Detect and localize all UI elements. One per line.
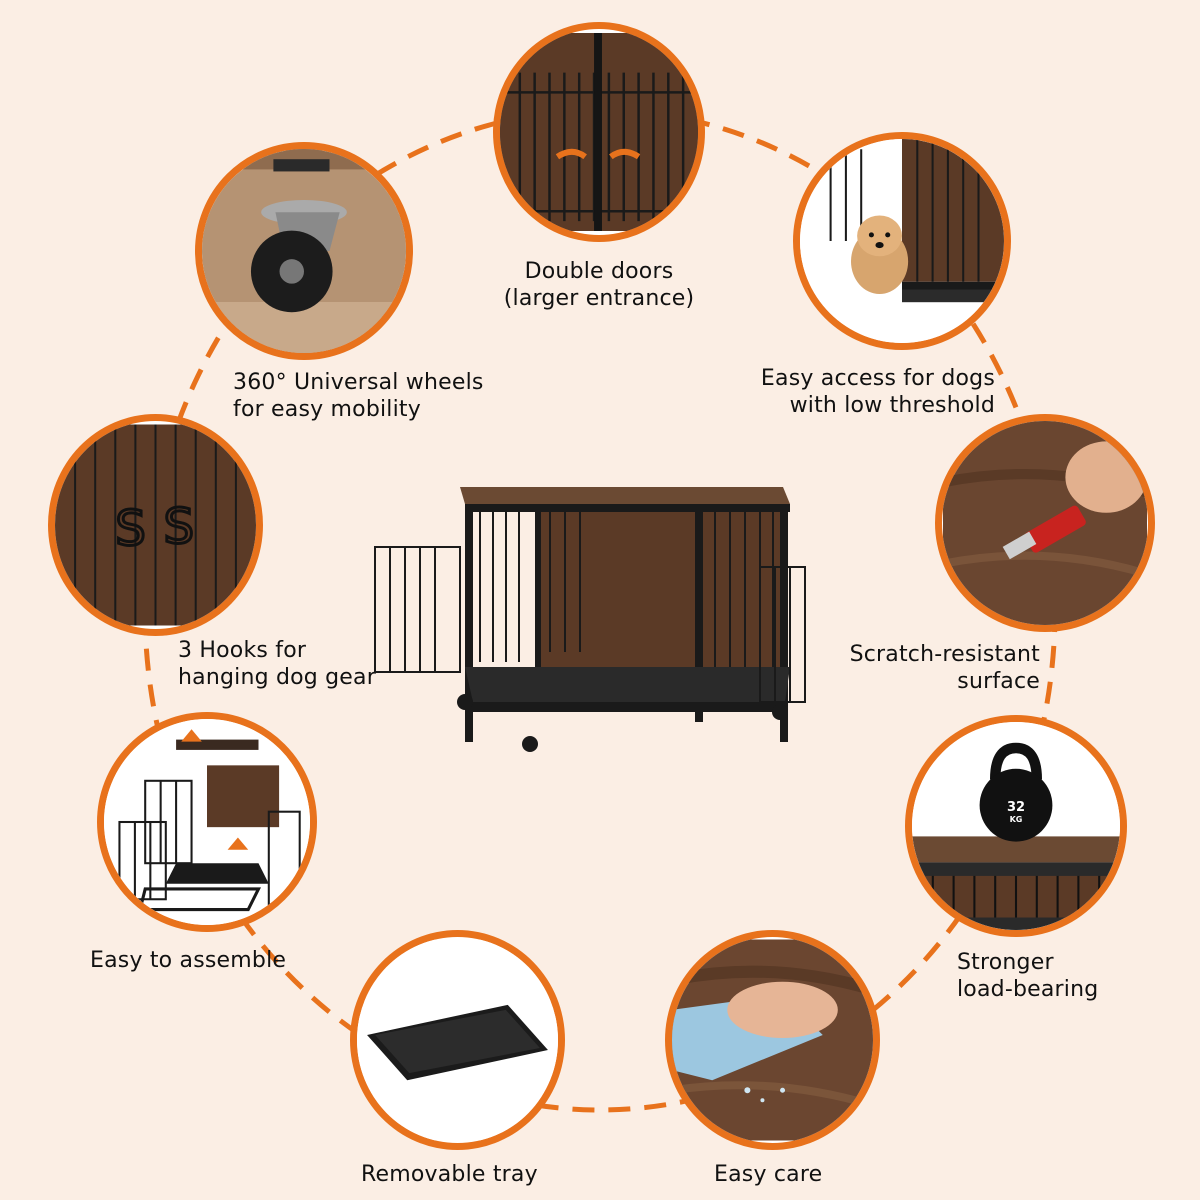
kettlebell-weight: 32 bbox=[1006, 800, 1026, 815]
hooks-label: 3 Hooks for hanging dog gear bbox=[178, 637, 376, 691]
hooks-image: S S bbox=[48, 414, 263, 636]
double-doors-line2: (larger entrance) bbox=[503, 286, 695, 311]
tray-image bbox=[350, 930, 565, 1150]
wheels-line1: 360° Universal wheels bbox=[233, 370, 484, 395]
scratch-resistant-image bbox=[935, 414, 1155, 632]
care-line1: Easy care bbox=[714, 1162, 823, 1187]
easy-access-line1: Easy access for dogs bbox=[760, 366, 995, 391]
svg-text:S: S bbox=[115, 501, 146, 557]
wheels-label: 360° Universal wheels for easy mobility bbox=[233, 369, 484, 423]
kettlebell-label: 32 KG bbox=[912, 800, 1120, 826]
wheels-line2: for easy mobility bbox=[233, 397, 421, 422]
easy-care-label: Easy care bbox=[714, 1161, 822, 1188]
load-line1: Stronger bbox=[957, 950, 1054, 975]
svg-text:S: S bbox=[164, 499, 195, 555]
easy-access-line2: with low threshold bbox=[789, 393, 995, 418]
crate-image bbox=[365, 462, 835, 762]
double-doors-line1: Double doors bbox=[524, 259, 674, 284]
hooks-line1: 3 Hooks for bbox=[178, 638, 307, 663]
double-doors-label: Double doors (larger entrance) bbox=[498, 258, 700, 312]
scratch-line1: Scratch-resistant bbox=[849, 642, 1040, 667]
scratch-line2: surface bbox=[957, 669, 1040, 694]
kettlebell-unit: KG bbox=[1009, 815, 1023, 824]
load-bearing-image: 32 KG bbox=[905, 715, 1127, 937]
easy-access-label: Easy access for dogs with low threshold bbox=[740, 365, 995, 419]
easy-access-image bbox=[793, 132, 1011, 350]
tray-line1: Removable tray bbox=[361, 1162, 538, 1187]
tray-label: Removable tray bbox=[361, 1161, 538, 1188]
assemble-line1: Easy to assemble bbox=[90, 948, 287, 973]
wheels-image bbox=[195, 142, 413, 360]
easy-care-image bbox=[665, 930, 880, 1150]
load-line2: load-bearing bbox=[957, 977, 1099, 1002]
hooks-line2: hanging dog gear bbox=[178, 665, 376, 690]
scratch-resistant-label: Scratch-resistant surface bbox=[820, 641, 1040, 695]
assemble-image bbox=[97, 712, 317, 932]
load-bearing-label: Stronger load-bearing bbox=[957, 949, 1098, 1003]
double-doors-image bbox=[493, 22, 705, 242]
assemble-label: Easy to assemble bbox=[90, 947, 286, 974]
